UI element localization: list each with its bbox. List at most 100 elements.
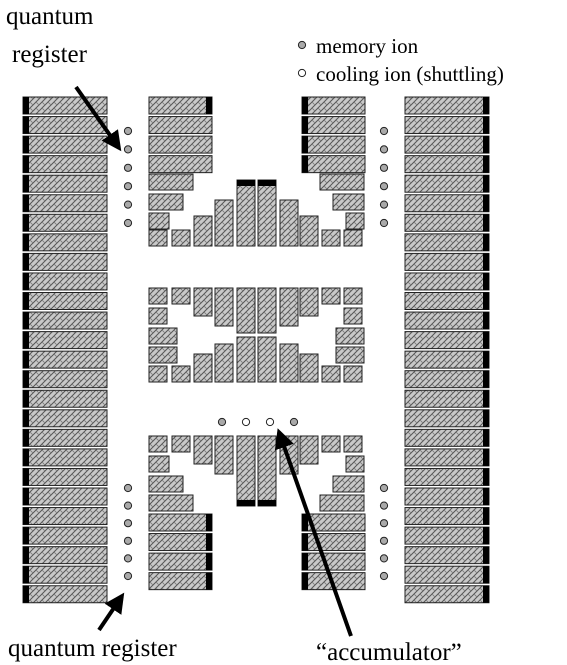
bottom-right-memory-ion	[379, 571, 389, 581]
right-column-electrode-cap	[483, 331, 489, 349]
left-column-electrode	[22, 565, 108, 584]
left-column-electrode	[22, 487, 108, 506]
middle-upper-electrode	[148, 287, 168, 305]
right-column-electrode-cap	[483, 546, 489, 564]
bottom-left-memory-ion	[123, 501, 133, 510]
right-column-electrode	[404, 292, 490, 310]
lower-left-step-electrode	[148, 475, 184, 493]
right-column-electrode-cap	[483, 429, 489, 447]
lower-left-inner-electrode-cap	[206, 572, 212, 590]
top-right-memory-ion	[379, 182, 389, 191]
lower-left-inner-electrode-cap	[206, 514, 212, 531]
left-column-electrode	[22, 135, 108, 154]
right-column-electrode-cap	[483, 566, 489, 584]
right-column-electrode-cap	[483, 136, 489, 154]
left-column-electrode	[22, 546, 108, 565]
legend-cooling-ion-label: cooling ion (shuttling)	[316, 62, 504, 86]
bottom-pyramid-electrode	[343, 435, 363, 453]
left-column-electrode	[22, 252, 108, 271]
top-pyramid-electrode	[257, 179, 277, 247]
lower-right-step-electrode	[345, 455, 365, 473]
right-column-electrode	[404, 272, 490, 291]
top-left-memory-ion	[123, 182, 133, 191]
left-column-electrode-cap	[23, 155, 29, 173]
right-column-electrode	[404, 174, 490, 193]
right-column-electrode-cap	[483, 116, 489, 134]
bottom-register-arrow	[97, 592, 125, 632]
legend-memory-ion-marker	[297, 40, 307, 50]
lower-left-inner-electrode	[148, 572, 213, 591]
right-column-electrode	[404, 526, 490, 545]
top-pyramid-electrode	[279, 199, 299, 247]
right-column-electrode	[404, 331, 490, 350]
top-quantum-register-label-line1: quantum	[6, 3, 94, 30]
top-left-memory-ion	[123, 163, 133, 172]
bottom-right-memory-ion	[379, 483, 389, 493]
upper-left-step-electrode	[148, 193, 184, 211]
upper-right-inner-electrode	[301, 96, 366, 115]
lower-right-step-electrode	[319, 494, 365, 512]
middle-right-stack-electrode	[335, 327, 365, 345]
right-column-electrode	[404, 448, 490, 467]
middle-upper-electrode	[193, 287, 213, 317]
middle-lower-electrode	[257, 336, 277, 383]
left-column-electrode	[22, 585, 108, 604]
right-column-electrode	[404, 565, 490, 584]
left-column-electrode	[22, 194, 108, 213]
lower-right-inner-electrode	[301, 552, 366, 571]
middle-lower-electrode	[171, 365, 191, 383]
right-column-electrode-cap	[483, 468, 489, 486]
right-column-electrode-cap	[483, 390, 489, 408]
upper-right-step-electrode	[332, 193, 365, 211]
lower-right-step-electrode	[332, 475, 365, 493]
upper-right-inner-electrode-cap	[302, 97, 308, 114]
bottom-right-memory-ion	[379, 501, 389, 510]
bottom-right-memory-ion	[379, 554, 389, 563]
left-column-electrode	[22, 448, 108, 467]
top-pyramid-electrode	[171, 229, 191, 247]
middle-right-stack-electrode	[343, 365, 363, 383]
left-column-electrode-cap	[23, 175, 29, 193]
middle-lower-electrode	[236, 336, 256, 383]
right-column-electrode-cap	[483, 253, 489, 271]
upper-left-step-electrode	[148, 212, 170, 230]
left-column-electrode-cap	[23, 429, 29, 447]
top-left-memory-ion	[123, 145, 133, 154]
top-pyramid-electrode-cap	[258, 180, 276, 186]
lower-right-inner-electrode-cap	[302, 572, 308, 590]
right-column-electrode	[404, 252, 490, 271]
bottom-left-memory-ion	[123, 519, 133, 528]
left-column-electrode-cap	[23, 214, 29, 232]
accumulator-arrow	[274, 428, 353, 637]
legend-memory-ion-label: memory ion	[316, 34, 419, 58]
left-column-electrode	[22, 331, 108, 350]
upper-right-step-electrode	[319, 173, 365, 191]
top-pyramid-electrode	[299, 215, 319, 247]
left-column-electrode	[22, 292, 108, 310]
upper-right-inner-electrode	[301, 116, 366, 135]
lower-left-inner-electrode	[148, 533, 213, 552]
top-right-memory-ion	[379, 163, 389, 172]
left-column-electrode-cap	[23, 312, 29, 330]
right-column-electrode	[404, 467, 490, 486]
left-column-electrode-cap	[23, 194, 29, 212]
left-column-electrode	[22, 370, 108, 389]
middle-left-stack-electrode	[148, 365, 168, 383]
right-column-electrode	[404, 96, 490, 115]
right-column-electrode-cap	[483, 175, 489, 193]
middle-upper-electrode	[257, 287, 277, 334]
top-pyramid-electrode	[148, 229, 168, 247]
accumulator-memory-ion	[217, 417, 227, 427]
left-column-electrode	[22, 526, 108, 545]
middle-upper-electrode	[236, 287, 256, 334]
upper-right-inner-electrode-cap	[302, 155, 308, 173]
left-column-electrode-cap	[23, 448, 29, 466]
top-pyramid-electrode-cap	[237, 180, 255, 186]
left-column-electrode-cap	[23, 116, 29, 134]
left-column-electrode-cap	[23, 97, 29, 114]
right-column-electrode	[404, 350, 490, 369]
middle-lower-electrode	[299, 353, 319, 383]
right-column-electrode	[404, 233, 490, 252]
